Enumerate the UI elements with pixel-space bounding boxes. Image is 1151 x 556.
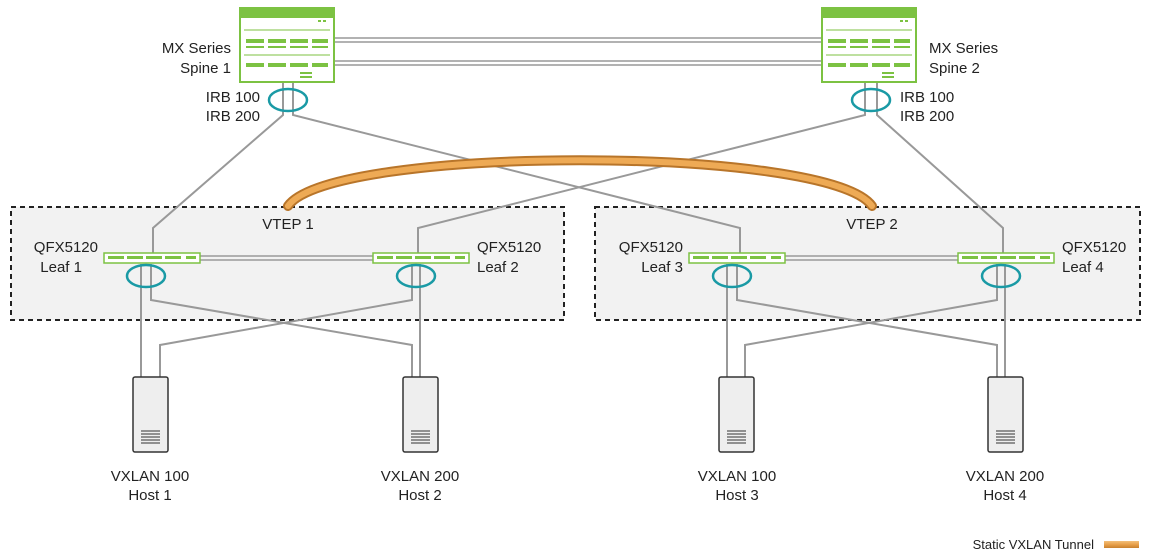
leaf-1-label-line2: Leaf 1 [40,259,82,276]
leaf-2-label-line1: QFX5120 [477,239,541,256]
spine-2-label-line1: MX Series [929,40,998,57]
leaf-1-label-line1: QFX5120 [34,239,98,256]
spine-2-ae-ring [850,87,892,113]
host-3-server[interactable] [718,376,755,453]
host-3-label-line2: Host 3 [715,487,758,504]
leaf-2-label-line2: Leaf 2 [477,259,519,276]
host-1-server[interactable] [132,376,169,453]
static-vxlan-tunnel-highlight [285,157,875,209]
vtep-1-label: VTEP 1 [262,216,313,233]
host-2-label-line1: VXLAN 200 [381,468,459,485]
spine-2-router[interactable] [821,7,917,83]
legend-tunnel-swatch [1104,541,1139,548]
leaf-2-switch[interactable] [372,252,470,264]
host-4-label-line2: Host 4 [983,487,1026,504]
leaf-interlinks [200,255,958,261]
leaf-1-ae-ring [125,263,167,289]
leaf-4-label-line2: Leaf 4 [1062,259,1104,276]
leaf-3-label-line1: QFX5120 [619,239,683,256]
spine-leaf-links [152,82,1004,255]
host-4-label-line1: VXLAN 200 [966,468,1044,485]
spine-1-label-line1: MX Series [162,40,231,57]
host-2-label-line2: Host 2 [398,487,441,504]
leaf-3-ae-ring [711,263,753,289]
host-1-label-line1: VXLAN 100 [111,468,189,485]
host-1-label-line2: Host 1 [128,487,171,504]
host-3-label-line1: VXLAN 100 [698,468,776,485]
leaf-3-label-line2: Leaf 3 [641,259,683,276]
static-vxlan-tunnel [283,155,877,211]
leaf-4-label-line1: QFX5120 [1062,239,1126,256]
legend-label: Static VXLAN Tunnel [973,537,1095,552]
irb-1-label-line2: IRB 200 [206,108,260,125]
spine-2-label-line2: Spine 2 [929,60,980,77]
leaf-4-ae-ring [980,263,1022,289]
spine-1-label-line2: Spine 1 [180,60,231,77]
vtep-box-1 [10,206,565,321]
leaf-1-switch[interactable] [103,252,201,264]
irb-2-label-line1: IRB 100 [900,89,954,106]
spine-1-ae-ring [267,87,309,113]
leaf-host-links [140,264,1006,377]
spine-interlink [334,37,822,66]
host-2-server[interactable] [402,376,439,453]
host-4-server[interactable] [987,376,1024,453]
irb-1-label-line1: IRB 100 [206,89,260,106]
leaf-3-switch[interactable] [688,252,786,264]
leaf-4-switch[interactable] [957,252,1055,264]
irb-2-label-line2: IRB 200 [900,108,954,125]
spine-1-router[interactable] [239,7,335,83]
leaf-2-ae-ring [395,263,437,289]
vtep-2-label: VTEP 2 [846,216,897,233]
